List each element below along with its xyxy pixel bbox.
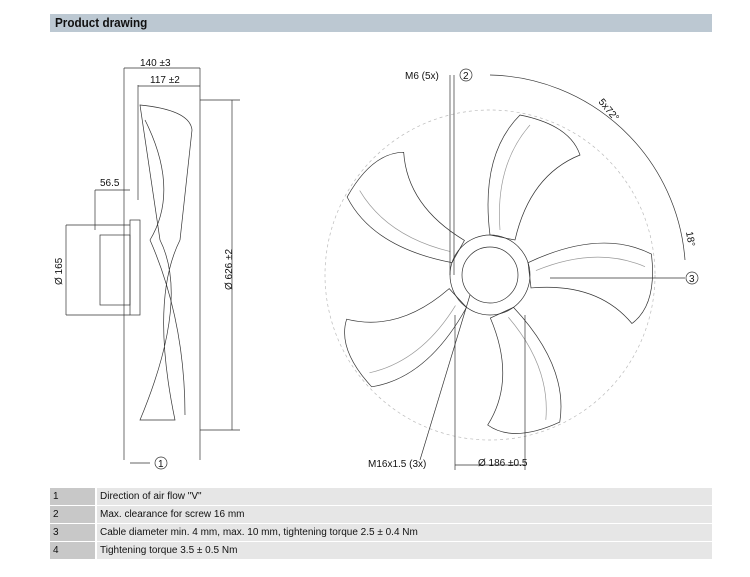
callout-2: 2 xyxy=(463,71,469,82)
callout-3: 3 xyxy=(689,274,695,285)
dim-626: Ø 626 ±2 xyxy=(224,248,235,290)
note-number: 1 xyxy=(50,488,95,505)
dim-m16: M16x1.5 (3x) xyxy=(368,459,426,470)
note-text: Tightening torque 3.5 ± 0.5 Nm xyxy=(97,542,712,559)
side-view xyxy=(65,67,240,464)
note-number: 3 xyxy=(50,524,95,541)
note-number: 4 xyxy=(50,542,95,559)
dim-m6: M6 (5x) xyxy=(405,71,439,82)
callout-2-icon xyxy=(459,68,473,82)
section-header: Product drawing xyxy=(50,14,712,32)
dim-186: Ø 186 ±0.5 xyxy=(478,458,528,469)
callout-1-icon xyxy=(154,456,168,470)
note-text: Cable diameter min. 4 mm, max. 10 mm, ti… xyxy=(97,524,712,541)
note-text: Direction of air flow "V" xyxy=(97,488,712,505)
section-title: Product drawing xyxy=(55,15,148,30)
front-view xyxy=(322,74,686,470)
callout-1: 1 xyxy=(158,459,164,470)
dim-18deg: 18° xyxy=(683,231,696,248)
note-number: 2 xyxy=(50,506,95,523)
dim-56-5: 56.5 xyxy=(100,178,120,189)
dim-140: 140 ±3 xyxy=(140,58,171,69)
product-drawing: 140 ±3 117 ±2 56.5 Ø 165 Ø 626 ±2 1 M6 (… xyxy=(54,58,699,470)
dim-117: 117 ±2 xyxy=(150,75,180,86)
dim-165: Ø 165 xyxy=(54,257,65,285)
note-text: Max. clearance for screw 16 mm xyxy=(97,506,712,523)
callout-3-icon xyxy=(685,271,699,285)
